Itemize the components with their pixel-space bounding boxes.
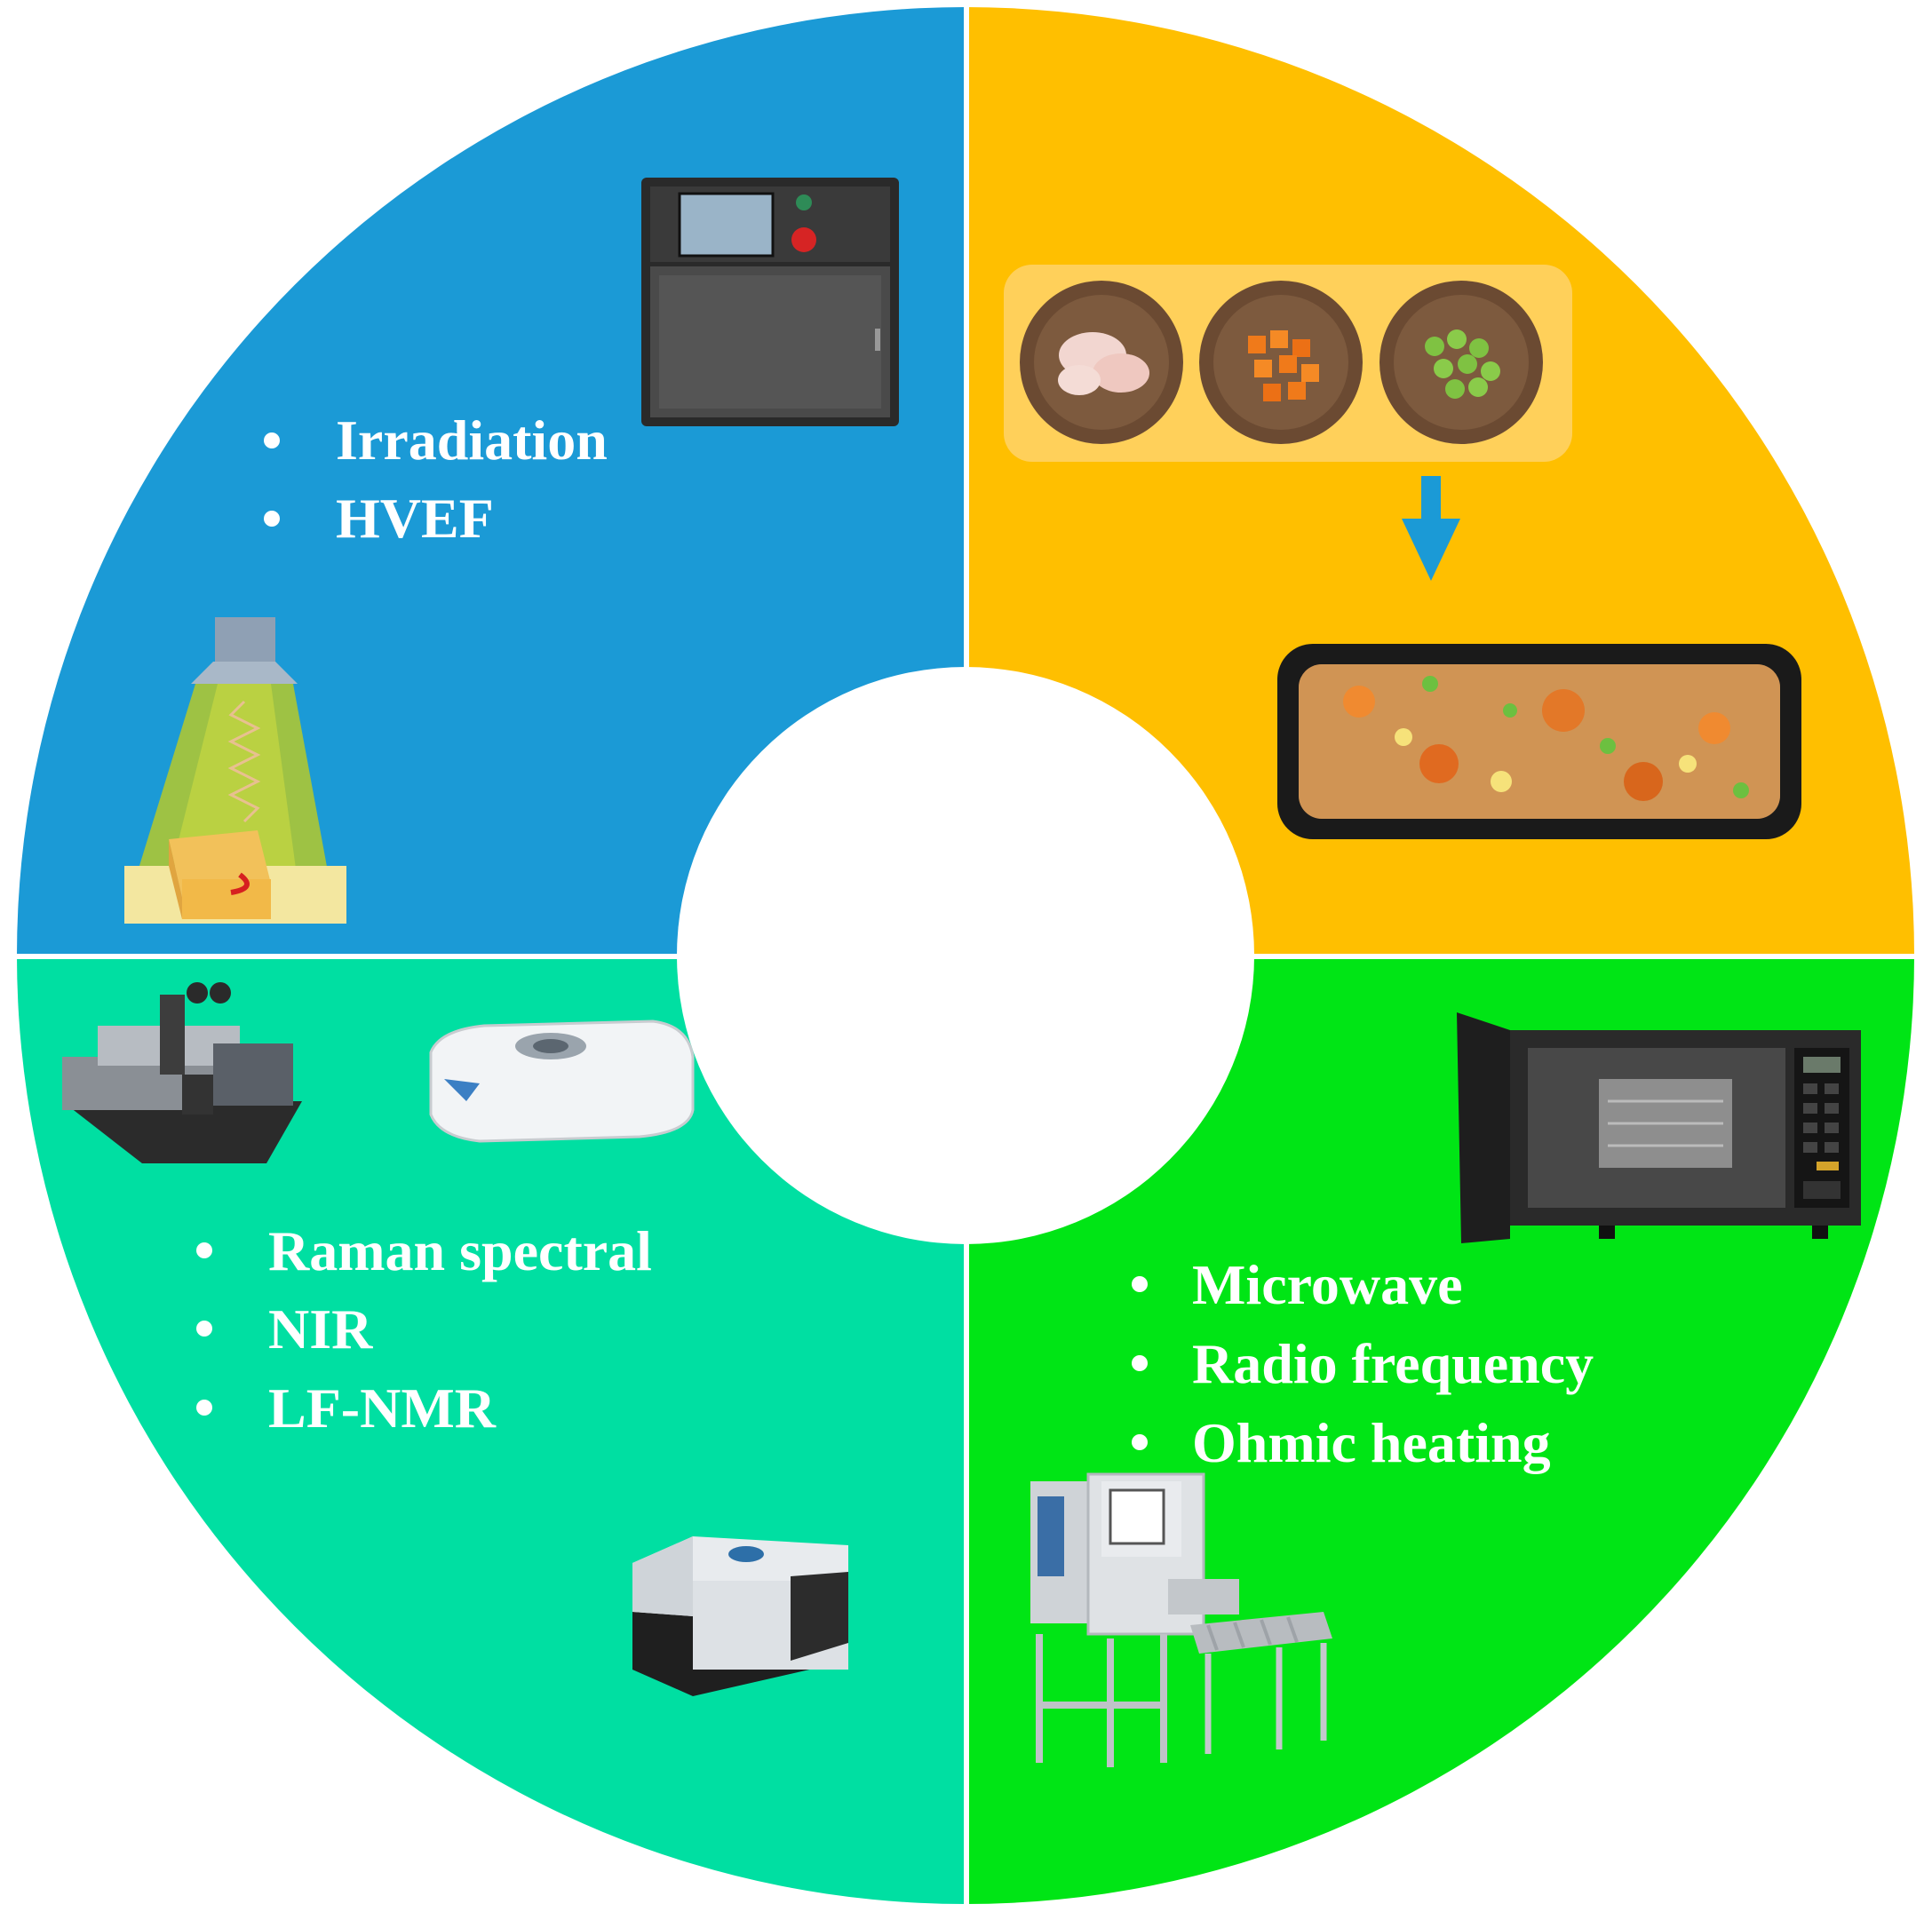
bullet-icon [1132,1434,1148,1450]
microwave-oven-icon [1457,1012,1861,1243]
bowl-peas [1379,281,1543,444]
label-nir: NIR [268,1297,373,1361]
label-ohmic-heating: Ohmic heating [1192,1411,1551,1474]
bullet-icon [264,511,280,527]
ingredient-bowls-icon [1004,265,1572,462]
bowl-chicken [1020,281,1183,444]
bullet-icon [264,432,280,448]
label-raman-spectral: Raman spectral [268,1219,652,1282]
raman-microscope-icon [62,982,302,1163]
irradiation-lamp-icon [124,617,346,924]
label-hvef: HVEF [336,487,494,550]
conveyor-machine-icon [1030,1472,1332,1767]
bullet-icon [196,1242,212,1258]
down-arrow-icon [1402,476,1460,581]
label-radio-frequency: Radio frequency [1192,1332,1594,1395]
bullet-icon [196,1321,212,1337]
nir-analyzer-icon [429,1019,695,1143]
center-hole [677,667,1254,1244]
bullet-icon [1132,1276,1148,1292]
label-microwave: Microwave [1192,1253,1462,1316]
lf-nmr-analyzer-icon [632,1536,848,1696]
label-irradiation: Irradiation [336,409,608,472]
bullet-icon [196,1400,212,1416]
bottom-left-label-list: Raman spectral NIR LF-NMR [196,1219,652,1440]
bottom-right-label-list: Microwave Radio frequency Ohmic heating [1132,1253,1594,1474]
bowl-carrots [1199,281,1363,444]
bullet-icon [1132,1355,1148,1371]
top-left-label-list: Irradiation HVEF [264,409,608,550]
prepared-meal-tray-icon [1277,644,1801,839]
label-lf-nmr: LF-NMR [268,1376,497,1440]
irradiation-cabinet-icon [641,178,899,426]
